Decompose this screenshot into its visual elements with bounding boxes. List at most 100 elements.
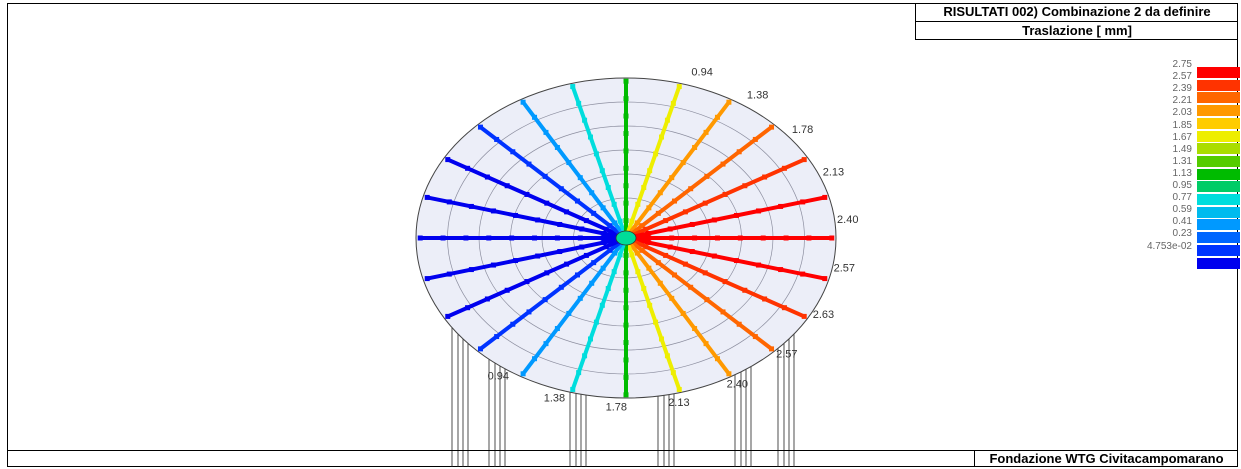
spoke-node [629, 218, 635, 224]
spoke-node [612, 220, 618, 226]
legend-color-swatch [1197, 232, 1240, 244]
spoke-node [702, 270, 708, 276]
legend-tick-label: 0.95 [1172, 180, 1192, 191]
spoke-node [526, 309, 532, 315]
spoke-node [576, 370, 582, 376]
tip-value-label: 1.78 [792, 124, 813, 136]
legend-tick-label: 2.39 [1172, 83, 1192, 95]
spoke-node [542, 297, 548, 303]
tip-value-label: 0.94 [488, 371, 509, 383]
legend-color-swatch [1197, 244, 1240, 256]
legend-color-swatch [1197, 219, 1240, 231]
tip-value-label: 2.13 [668, 397, 689, 409]
spoke-node [582, 117, 588, 123]
spoke-node [577, 175, 583, 181]
spoke-node [653, 151, 659, 157]
spoke-node [659, 336, 665, 342]
spoke-node [623, 322, 629, 328]
legend-color-swatch [1197, 168, 1240, 180]
spoke-node [544, 200, 550, 206]
displacement-spoke [624, 85, 682, 239]
displacement-spoke [624, 125, 773, 240]
legend-tick-label: 2.21 [1172, 95, 1192, 107]
spoke-node [680, 310, 686, 316]
spoke-node [535, 217, 541, 223]
spoke-node [579, 244, 585, 250]
spoke-node [520, 371, 526, 377]
spoke-node [752, 334, 758, 340]
legend-tick-label: 1.67 [1172, 131, 1192, 143]
spoke-node [484, 174, 490, 180]
tip-value-label: 2.13 [823, 166, 844, 178]
spoke-node [623, 165, 629, 171]
spoke-node [646, 265, 652, 271]
spoke-node [589, 190, 595, 196]
spoke-node [800, 271, 806, 277]
spoke-node [647, 302, 653, 308]
spoke-node [670, 100, 676, 106]
spoke-node [544, 270, 550, 276]
spoke-node [576, 100, 582, 106]
spoke-node [486, 235, 492, 241]
spoke-node [623, 252, 629, 258]
spoke-node [670, 370, 676, 376]
legend-tick-label: 2.75 [1172, 59, 1192, 70]
spoke-node [623, 218, 629, 224]
spoke-node [736, 149, 742, 155]
displacement-spoke [570, 237, 628, 391]
spoke-node [566, 160, 572, 166]
spoke-node [504, 287, 510, 293]
spoke-node [643, 226, 649, 232]
spoke-node [806, 235, 812, 241]
spoke-node [600, 235, 606, 241]
spoke-node [752, 136, 758, 142]
spoke-node [532, 235, 538, 241]
spoke-node [742, 287, 748, 293]
spoke-node [822, 276, 828, 282]
spoke-node [577, 235, 583, 241]
legend-tick-label: 0.77 [1172, 192, 1192, 204]
spoke-node [714, 356, 720, 362]
spoke-node [667, 244, 673, 250]
legend-color-swatch [1197, 105, 1240, 117]
spoke-node [524, 279, 530, 285]
spoke-node [669, 295, 675, 301]
spoke-node [570, 386, 576, 392]
displacement-spoke [521, 100, 628, 240]
spoke-node [672, 272, 678, 278]
legend-color-swatch [1197, 206, 1240, 218]
spoke-node [733, 258, 739, 264]
displacement-spoke [570, 85, 628, 239]
results-title: RISULTATI 002) Combinazione 2 da definir… [916, 3, 1238, 22]
displacement-spoke [624, 236, 731, 376]
spoke-node [554, 326, 560, 332]
spoke-node [689, 221, 695, 227]
spoke-node [667, 226, 673, 232]
spoke-node [513, 212, 519, 218]
spoke-node [657, 190, 663, 196]
spoke-node [591, 210, 597, 216]
spoke-node [682, 209, 688, 215]
spoke-node [664, 117, 670, 123]
spoke-node [702, 200, 708, 206]
center-hub [615, 230, 637, 246]
spoke-node [801, 313, 807, 319]
spoke-node [574, 198, 580, 204]
spoke-node [445, 313, 451, 319]
spoke-node [623, 270, 629, 276]
spoke-node [494, 136, 500, 142]
spoke-node [599, 302, 605, 308]
spoke-node [659, 134, 665, 140]
spoke-node [623, 287, 629, 293]
spoke-node [778, 267, 784, 273]
spoke-node [623, 148, 629, 154]
spoke-node [623, 183, 629, 189]
spoke-node [557, 249, 563, 255]
spoke-node [603, 244, 609, 250]
spoke-node [623, 340, 629, 346]
spoke-node [703, 341, 709, 347]
spoke-node [657, 280, 663, 286]
spoke-node [587, 336, 593, 342]
displacement-spoke [625, 157, 806, 240]
spoke-node [558, 284, 564, 290]
